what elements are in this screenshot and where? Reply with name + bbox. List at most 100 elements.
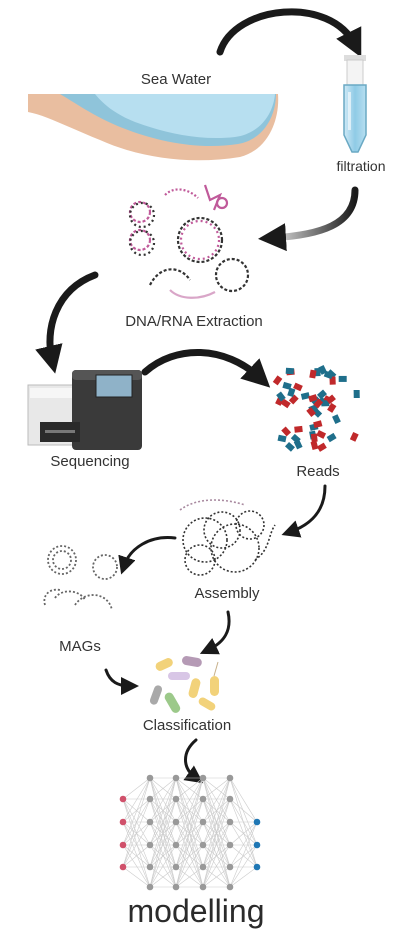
nn-connection	[202, 866, 231, 888]
nn-connection	[202, 798, 231, 888]
read-fragment	[280, 398, 291, 409]
nn-connection	[202, 777, 231, 868]
nn-node	[199, 841, 207, 849]
read-fragment	[349, 431, 359, 442]
read-fragment	[282, 381, 292, 390]
arrow-sequencing-to-reads	[141, 349, 271, 388]
nn-connection	[202, 777, 231, 800]
read-fragment	[317, 389, 327, 400]
label-classification: Classification	[142, 717, 232, 734]
read-fragment	[316, 430, 327, 439]
nn-connection	[149, 777, 177, 800]
read-fragment	[318, 365, 328, 375]
read-fragment	[313, 398, 324, 409]
read-fragment	[310, 433, 318, 443]
nn-connection	[175, 777, 204, 823]
neural-network-icon	[119, 774, 261, 891]
filtration-tube-icon	[343, 55, 367, 153]
nn-connection	[122, 821, 151, 868]
nn-node	[146, 883, 154, 891]
nn-connection	[149, 844, 177, 868]
nn-node	[226, 883, 234, 891]
nn-connection	[149, 777, 177, 846]
read-fragment	[338, 375, 347, 382]
nn-node	[253, 841, 261, 849]
read-fragment	[294, 425, 303, 433]
nn-node	[226, 863, 234, 871]
nn-connection	[229, 844, 258, 888]
nn-connection	[122, 866, 151, 888]
read-fragment	[285, 441, 295, 452]
nn-node	[146, 774, 154, 782]
nn-connection	[122, 798, 151, 868]
nn-connection	[149, 777, 177, 868]
nn-connection	[202, 777, 231, 823]
read-fragment	[327, 402, 337, 413]
label-assembly: Assembly	[194, 585, 260, 602]
arrow-extraction-to-sequencing	[35, 271, 99, 374]
nn-node	[172, 818, 180, 826]
nn-connection	[122, 798, 151, 888]
label-sea-water: Sea Water	[140, 71, 212, 88]
nn-connection	[229, 798, 258, 823]
nn-node	[199, 863, 207, 871]
nn-connection	[149, 798, 177, 823]
read-fragment	[293, 382, 303, 392]
nn-connection	[229, 821, 258, 846]
nn-node	[119, 818, 127, 826]
nn-connection	[175, 777, 204, 800]
nn-connection	[229, 866, 258, 888]
nn-node	[172, 795, 180, 803]
read-fragment	[353, 389, 360, 399]
sea-water-icon	[28, 94, 279, 161]
nn-node	[146, 818, 154, 826]
nn-node	[253, 818, 261, 826]
mags-icon	[43, 545, 118, 611]
classification-icon	[149, 656, 219, 713]
read-fragment	[306, 407, 316, 418]
nn-node	[172, 863, 180, 871]
nn-connection	[202, 844, 231, 868]
nn-connection	[229, 821, 258, 888]
nn-node	[199, 774, 207, 782]
nn-connection	[122, 844, 151, 868]
nn-node	[226, 818, 234, 826]
nn-connection	[202, 821, 231, 868]
read-fragment	[281, 426, 292, 437]
nn-connection	[122, 821, 151, 888]
nn-node	[226, 795, 234, 803]
nn-connection	[229, 821, 258, 868]
nn-connection	[149, 777, 177, 888]
label-dna-rna-extraction: DNA/RNA Extraction	[125, 313, 263, 330]
label-reads: Reads	[296, 463, 340, 480]
arrow-assembly-to-mags	[118, 536, 177, 575]
nn-connection	[229, 777, 258, 846]
label-modelling: modelling	[127, 893, 265, 929]
arrow-classification-to-modelling	[183, 738, 204, 784]
nn-node	[146, 841, 154, 849]
nn-node	[226, 841, 234, 849]
nn-connection	[122, 777, 151, 800]
read-fragment	[326, 432, 337, 443]
nn-node	[146, 795, 154, 803]
nn-connection	[149, 821, 177, 868]
nn-connection	[175, 821, 204, 868]
nn-connection	[175, 777, 204, 888]
label-mags: MAGs	[59, 638, 101, 655]
read-fragment	[293, 439, 303, 450]
read-fragment	[300, 392, 310, 400]
read-fragment	[276, 391, 286, 402]
assembly-icon	[179, 499, 276, 576]
nn-node	[119, 795, 127, 803]
read-fragment	[287, 387, 296, 398]
nn-connection	[175, 844, 204, 888]
nn-connection	[175, 844, 204, 868]
nn-connection	[122, 777, 151, 868]
nn-node	[172, 883, 180, 891]
nn-connection	[122, 844, 151, 888]
nn-connection	[175, 821, 204, 888]
label-sequencing: Sequencing	[50, 453, 130, 470]
arrow-filtration-to-extraction	[258, 186, 359, 252]
flow-arrows	[35, 8, 362, 784]
label-filtration: filtration	[336, 158, 386, 174]
